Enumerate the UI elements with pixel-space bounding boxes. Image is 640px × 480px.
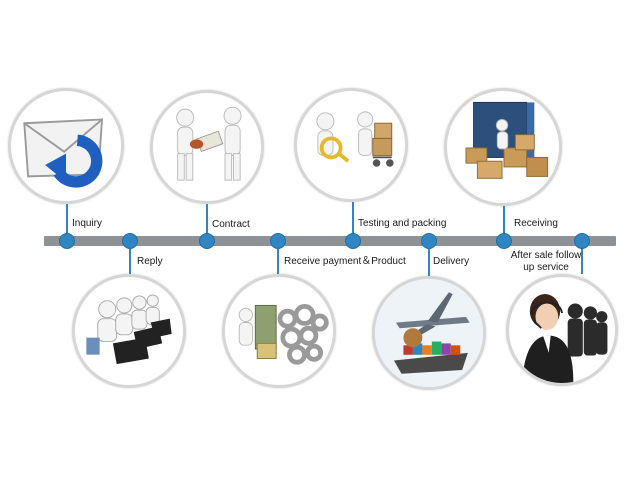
contract-node <box>199 233 215 249</box>
after-sale-service-circle <box>506 274 618 386</box>
testing-packing-circle <box>294 88 408 202</box>
customer-service-icon <box>522 294 608 383</box>
contract-stem <box>206 204 208 238</box>
call-center-icon <box>86 294 172 365</box>
inquiry-label: Inquiry <box>72 218 103 229</box>
reply-call-center-circle <box>72 274 186 388</box>
reply-label: Reply <box>137 256 163 267</box>
reply-stem <box>129 246 131 274</box>
inquiry-stem <box>66 204 68 238</box>
timeline-bar <box>44 236 616 246</box>
payment-product-circle <box>222 274 336 388</box>
after-sale-label: After sale follow up service <box>510 250 582 273</box>
after-sale-node <box>574 233 590 249</box>
receiving-stem <box>503 206 505 238</box>
testing-packing-stem <box>352 202 354 238</box>
delivery-plane-ship-circle <box>372 276 486 390</box>
contract-handshake-circle <box>150 90 264 204</box>
envelope-icon <box>23 118 104 188</box>
plane-ship-icon <box>375 279 483 387</box>
payment-product-stem <box>277 246 279 274</box>
payment-product-label: Receive payment＆Product <box>284 256 406 267</box>
receiving-node <box>496 233 512 249</box>
receiving-container-circle <box>444 88 562 206</box>
testing-packing-label: Testing and packing <box>358 218 447 229</box>
testing-packing-node <box>345 233 361 249</box>
reply-node <box>122 233 138 249</box>
receiving-label: Receiving <box>514 218 558 229</box>
container-boxes-icon <box>465 101 549 179</box>
money-gears-icon <box>238 304 329 365</box>
delivery-label: Delivery <box>433 256 470 267</box>
inquiry-envelope-circle <box>8 88 124 204</box>
payment-product-node <box>270 233 286 249</box>
contract-label: Contract <box>212 219 250 230</box>
magnifier-packing-icon <box>316 111 394 167</box>
delivery-stem <box>428 246 430 276</box>
inquiry-node <box>59 233 75 249</box>
handshake-contract-icon <box>176 106 242 181</box>
delivery-node <box>421 233 437 249</box>
after-sale-stem <box>581 246 583 274</box>
